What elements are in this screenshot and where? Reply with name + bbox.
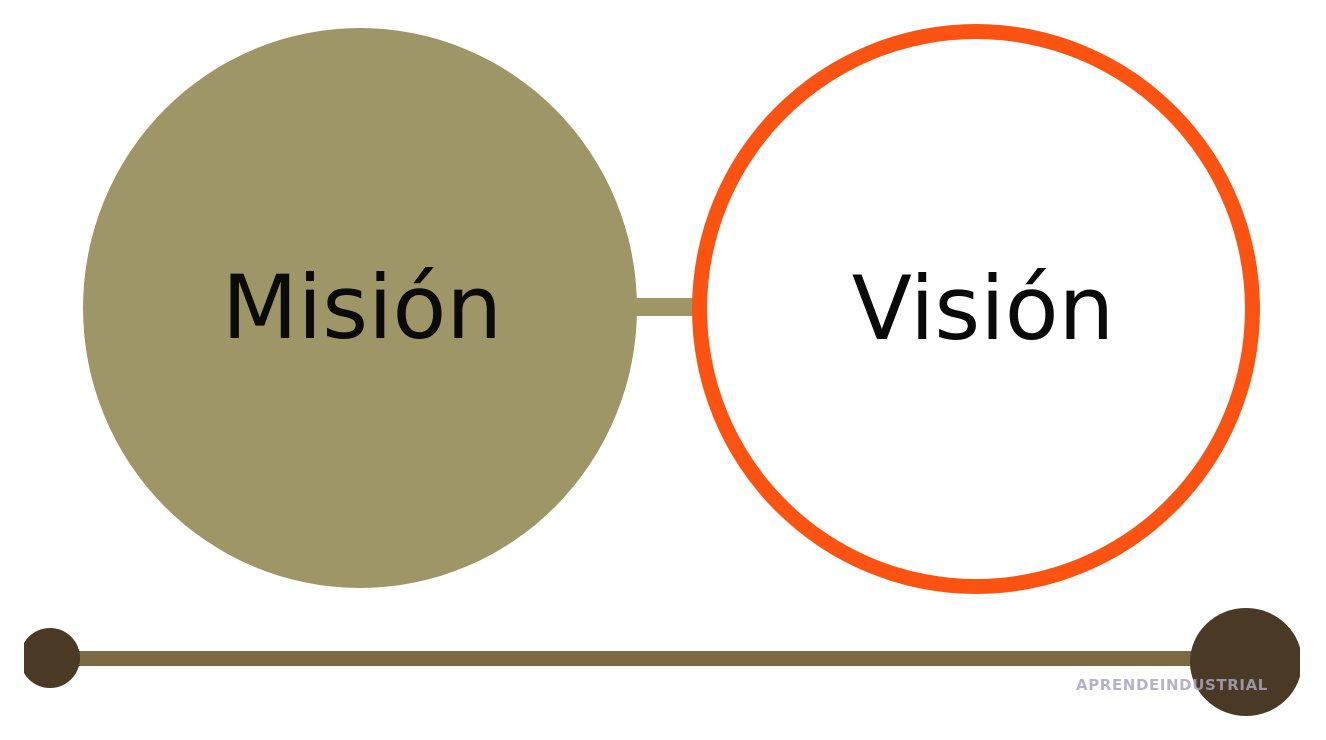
vision-label: Visión — [851, 257, 1115, 360]
mision-circle: Misión — [83, 28, 637, 588]
watermark-logo-text: APRENDEINDUSTRIAL — [1076, 676, 1268, 694]
left-edge-mask — [0, 600, 24, 740]
timeline-end-dot — [1190, 608, 1302, 716]
vision-circle: Visión — [692, 24, 1260, 594]
mision-label: Misión — [221, 256, 503, 359]
timeline-start-dot — [20, 628, 80, 688]
connector-line — [633, 298, 699, 316]
timeline-bar — [50, 651, 1220, 666]
right-edge-mask — [1300, 590, 1326, 740]
